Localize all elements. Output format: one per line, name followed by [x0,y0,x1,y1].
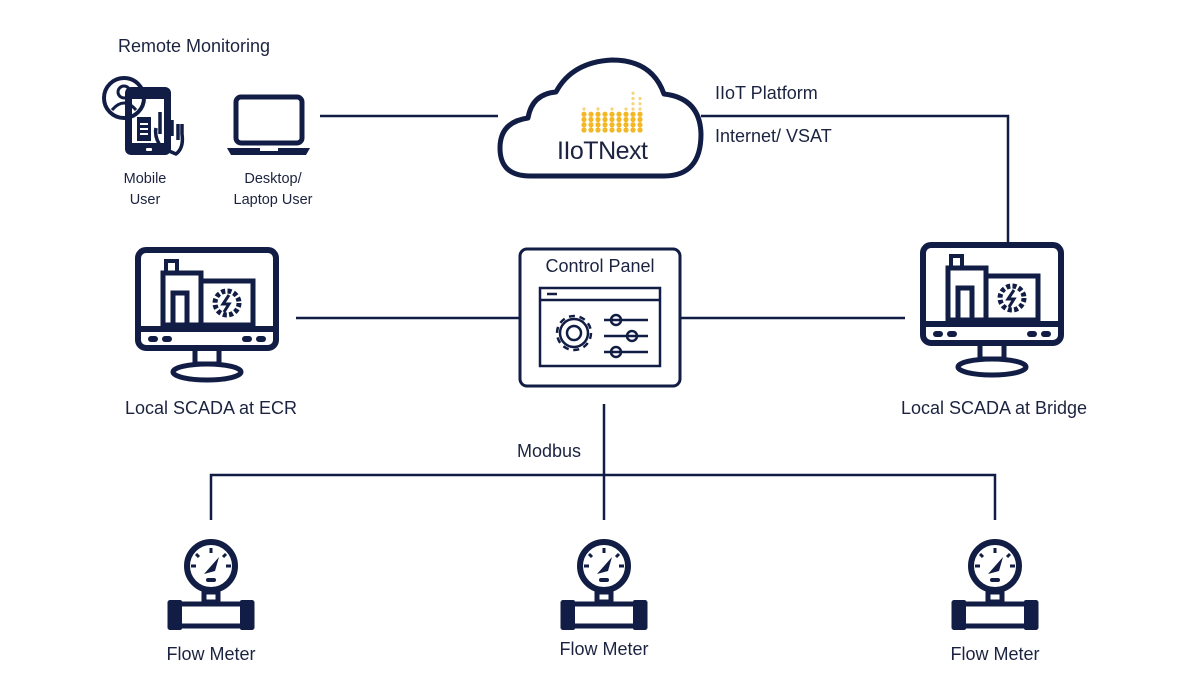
logo-dot [616,111,622,117]
logo-dot [581,122,587,128]
flow-meter-icon [561,542,647,630]
flow-meter-icon [168,542,254,630]
logo-dot [582,107,586,111]
modbus-label: Modbus [517,441,582,461]
flow-meter-icon [952,542,1038,630]
control-panel-title: Control Panel [545,256,655,276]
logo-dot [623,116,629,123]
logo-dot [602,111,608,117]
logo-dot [596,107,600,111]
logo-dot [638,107,642,111]
logo-dot [637,127,643,133]
link-cloud-bridge [701,114,1010,242]
flow-meter-label: Flow Meter [950,644,1040,664]
laptop-icon [227,94,310,155]
logo-dot [637,116,643,123]
logo-dot [588,127,594,133]
logo-dot [630,116,636,123]
modbus-bus-line [209,473,997,520]
iiotnext-logo-dots [581,91,643,133]
logo-dot [588,122,594,128]
sliders-icon [604,313,648,359]
iiotnext-logo-text: IIoTNext [557,137,648,165]
logo-dot [631,102,635,106]
scada-ecr-monitor-icon [138,250,276,380]
cloud-icon [497,57,704,179]
desktop-user-label-line1: Desktop/ [244,171,302,187]
logo-dot [623,122,629,128]
logo-dot [616,122,622,128]
logo-dot [609,111,615,117]
logo-dot [595,122,601,128]
logo-dot [631,107,635,111]
mobile-user-label-line2: User [129,192,161,208]
desktop-user-label: Desktop/ Laptop User [234,169,313,211]
logo-dot [624,107,628,111]
logo-dot [616,116,622,123]
logo-dot [637,122,643,128]
logo-dot [623,127,629,133]
logo-dot [602,122,608,128]
mobile-user-label: Mobile User [124,169,167,211]
logo-dot [588,111,594,117]
scada-bridge-monitor-icon [923,245,1061,375]
flow-meter-label: Flow Meter [166,644,256,664]
logo-dot [588,116,594,123]
remote-monitoring-title: Remote Monitoring [118,36,271,56]
logo-dot [631,91,635,95]
logo-dot [638,96,642,101]
scada-bridge-label: Local SCADA at Bridge [900,398,1088,418]
logo-dot [630,122,636,128]
scada-ecr-label: Local SCADA at ECR [124,398,298,418]
logo-dot [581,116,587,123]
logo-dot [609,116,615,123]
logo-dot [602,127,608,133]
internet-vsat-label: Internet/ VSAT [715,126,832,146]
control-panel-box [518,247,682,388]
logo-dot [638,102,642,106]
logo-dot [616,127,622,133]
desktop-user-label-line2: Laptop User [233,192,313,208]
logo-dot [609,122,615,128]
logo-dot [637,111,643,117]
logo-dot [610,107,614,111]
mobile-user-label-line1: Mobile [123,171,167,187]
logo-dot [602,116,608,123]
flow-meter-label: Flow Meter [559,639,649,659]
logo-dot [595,127,601,133]
logo-dot [631,96,635,101]
mobile-user-icon [102,76,185,156]
logo-dot [581,111,587,117]
logo-dot [609,127,615,133]
gear-icon [555,314,593,352]
iiot-platform-label: IIoT Platform [715,83,818,103]
logo-dot [630,127,636,133]
logo-dot [595,111,601,117]
logo-dot [630,111,636,117]
logo-dot [581,127,587,133]
logo-dot [623,111,629,117]
logo-dot [595,116,601,123]
